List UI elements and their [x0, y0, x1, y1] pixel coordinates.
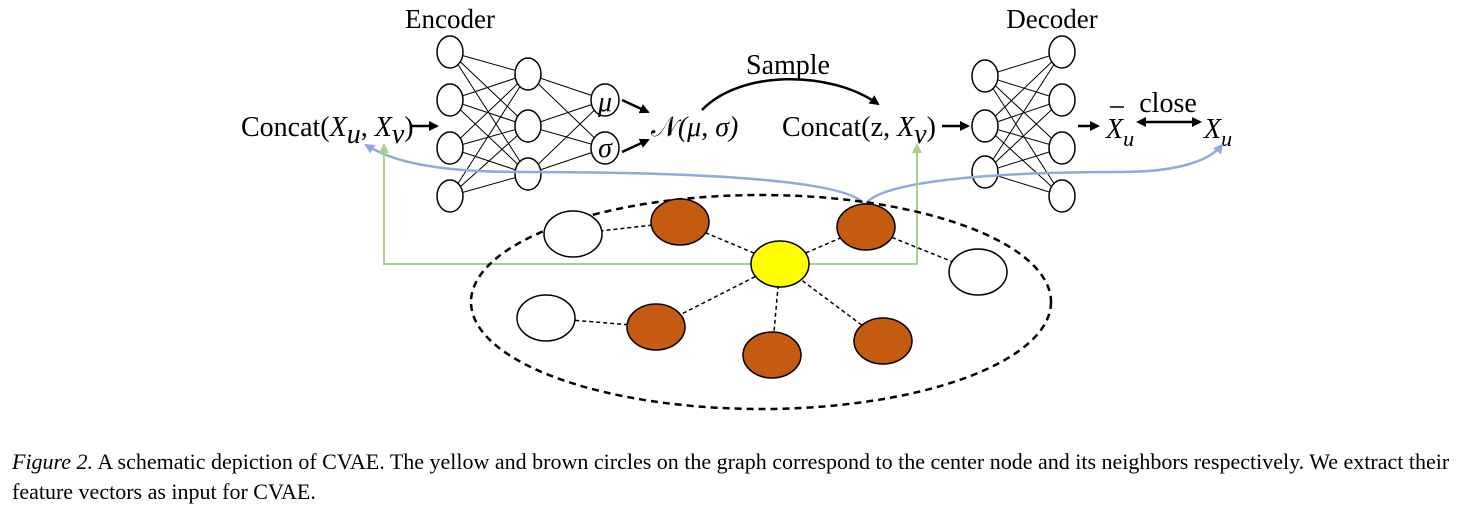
other-node	[543, 210, 603, 258]
neighbor-node	[650, 198, 710, 246]
sigma-arrow	[621, 138, 650, 154]
neuron	[1048, 35, 1076, 69]
neighbor-node	[836, 203, 896, 251]
network-connection	[984, 51, 1063, 173]
encoder-network	[436, 35, 620, 213]
neighbor-node	[742, 331, 802, 379]
neighbor-node	[853, 317, 913, 365]
network-connection	[984, 51, 1063, 127]
decoder-neurons	[971, 35, 1076, 213]
neuron	[436, 83, 464, 117]
sample-arrow	[701, 77, 880, 111]
neuron	[1048, 83, 1076, 117]
neuron	[514, 157, 542, 191]
mu-symbol: μ	[597, 87, 612, 118]
x-u-label: Xu	[1203, 114, 1232, 151]
other-node	[948, 248, 1008, 296]
concat-input-label: Concat(Xu, Xv)	[241, 112, 414, 150]
network-connection	[449, 73, 529, 149]
neuron	[590, 83, 620, 117]
green-arrow-to-input	[379, 143, 780, 265]
neuron	[971, 109, 999, 143]
sample-label: Sample	[746, 50, 830, 81]
neuron	[1048, 131, 1076, 165]
sigma-symbol: σ	[598, 133, 613, 164]
neuron	[971, 59, 999, 93]
blue-arrow-to-input	[364, 143, 867, 206]
neuron	[436, 131, 464, 165]
encoder-title: Encoder	[405, 4, 495, 34]
decoder-title: Decoder	[1006, 4, 1097, 34]
neuron	[514, 57, 542, 91]
center-node	[750, 240, 810, 288]
encoder-neurons	[436, 35, 620, 213]
network-connection	[449, 125, 529, 197]
cvae-diagram: Encoder Decoder Concat(Xu, Xv) μ σ 𝒩(μ, …	[241, 4, 1232, 411]
figure-caption: Figure 2. A schematic depiction of CVAE.…	[12, 447, 1460, 507]
green-arrow-to-latent	[780, 143, 922, 265]
neuron	[1048, 179, 1076, 213]
graph-nodes	[516, 198, 1008, 379]
neuron	[590, 131, 620, 165]
network-connection	[984, 99, 1063, 173]
neuron	[971, 155, 999, 189]
blue-arrow-to-target	[863, 143, 1224, 206]
network-connection	[984, 125, 1063, 197]
neuron	[436, 179, 464, 213]
graph-boundary	[469, 193, 1053, 411]
neuron	[436, 35, 464, 69]
network-connection	[449, 73, 529, 197]
other-node	[516, 294, 576, 342]
network-connection	[527, 99, 606, 175]
caption-text: A schematic depiction of CVAE. The yello…	[12, 449, 1450, 504]
x-u-bar-label: Xu	[1105, 114, 1134, 151]
neuron	[514, 109, 542, 143]
network-connection	[449, 51, 529, 127]
network-connection	[527, 73, 606, 149]
caption-figure-number: Figure 2.	[12, 449, 94, 474]
normal-distribution-label: 𝒩(μ, σ)	[651, 110, 738, 143]
neighbor-node	[626, 303, 686, 351]
concat-latent-label: Concat(z, Xv)	[782, 112, 936, 150]
mu-arrow	[621, 98, 650, 114]
decoder-network	[971, 35, 1076, 213]
close-label: close	[1139, 88, 1197, 119]
